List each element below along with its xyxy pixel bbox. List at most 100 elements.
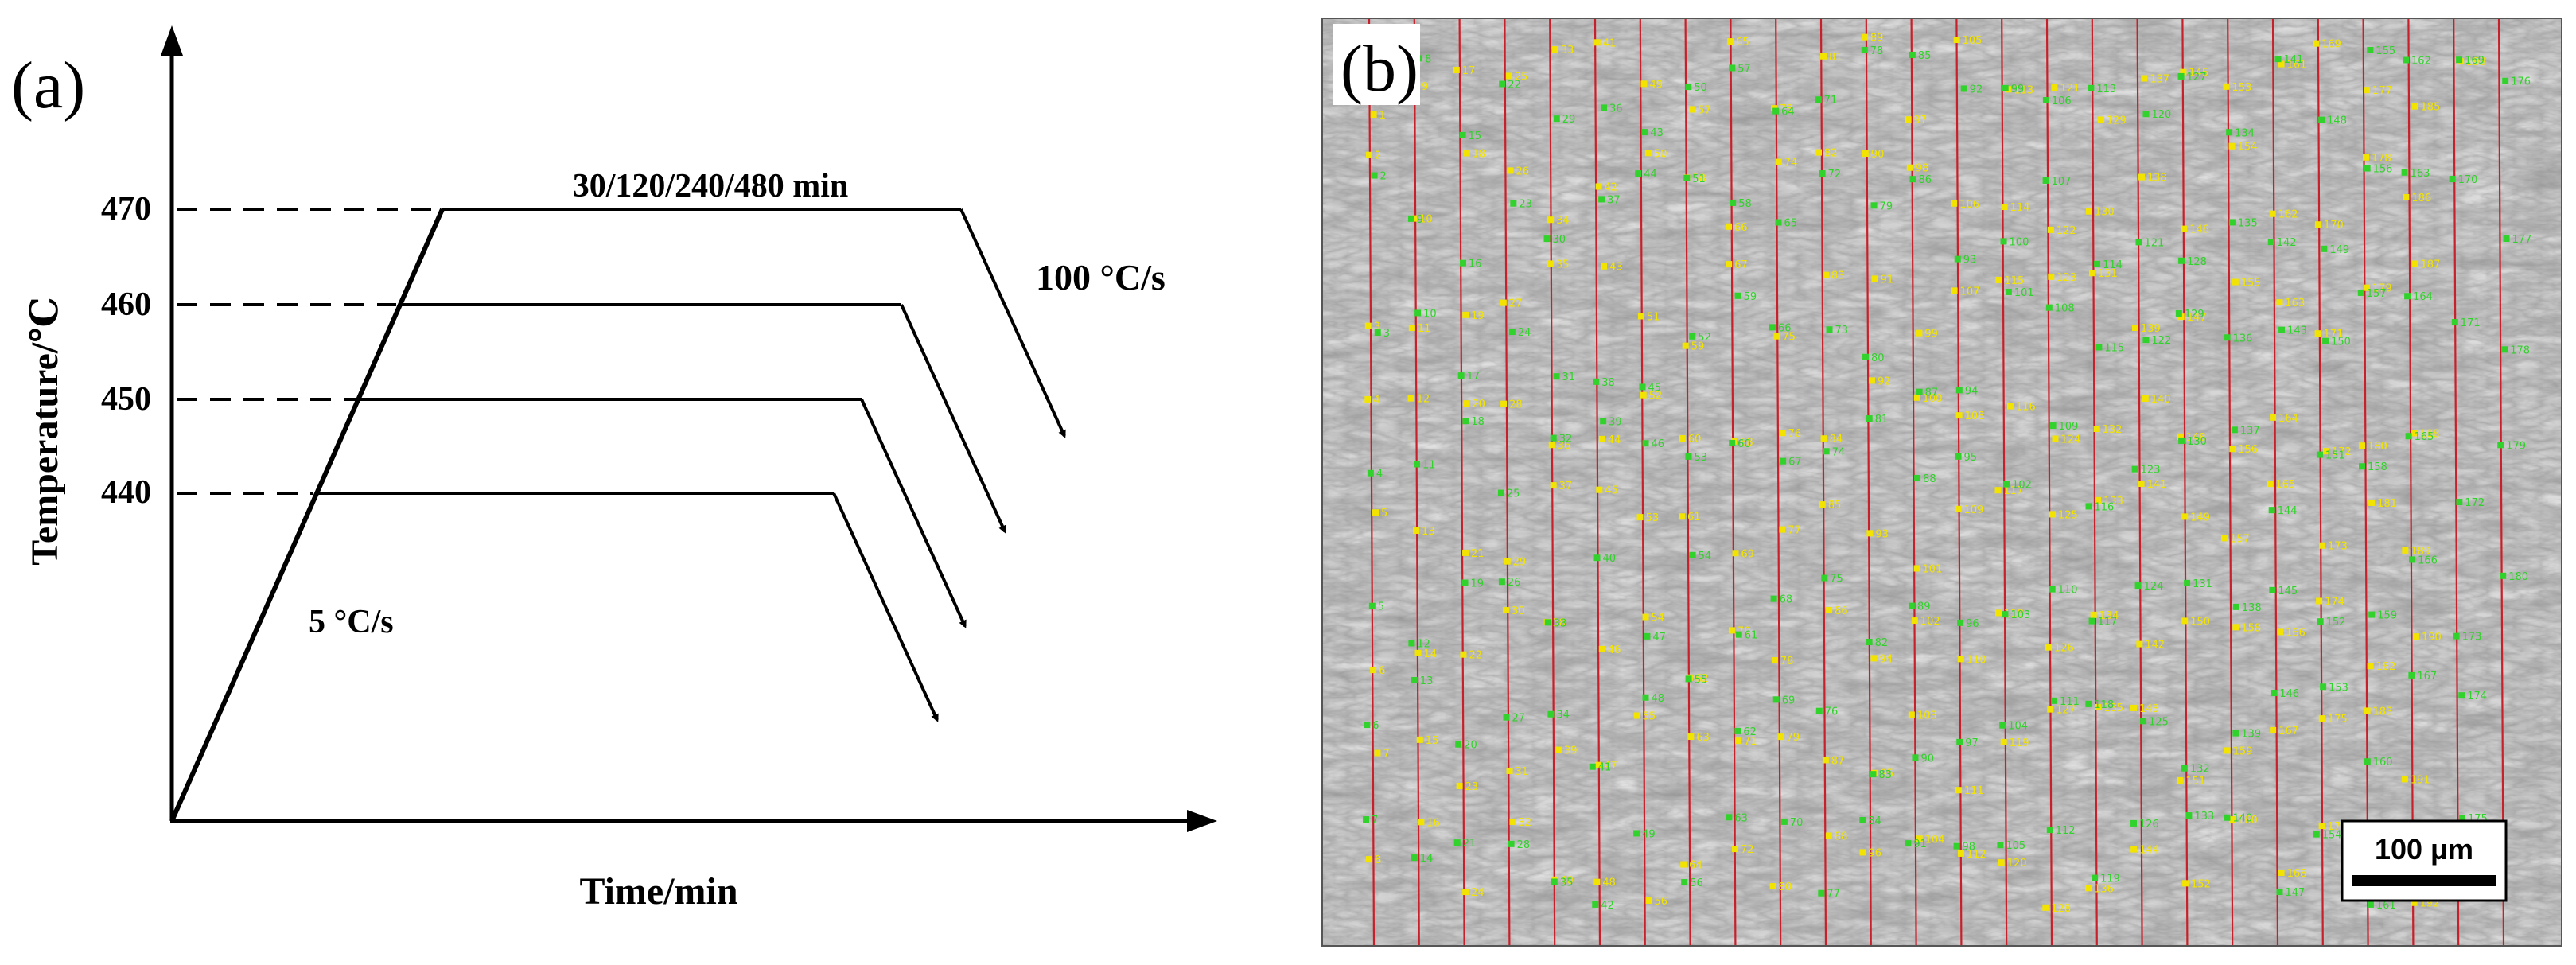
marker-dot [2403, 193, 2410, 200]
intercept-marker: 140 [2224, 813, 2252, 825]
intercept-marker: 106 [2042, 95, 2072, 107]
intercept-marker: 45 [1596, 485, 1618, 497]
marker-dot [1734, 292, 1741, 299]
marker-dot [2404, 293, 2411, 300]
marker-dot [1679, 435, 1686, 442]
intercept-marker: 2 [1365, 150, 1381, 162]
marker-number: 133 [2194, 811, 2214, 823]
intercept-marker: 148 [2318, 115, 2347, 127]
marker-number: 126 [2139, 819, 2159, 831]
marker-dot [1644, 150, 1652, 157]
intercept-marker: 131 [2184, 578, 2212, 590]
intercept-marker: 149 [2181, 512, 2210, 523]
marker-dot [2142, 111, 2150, 118]
marker-number: 25 [1507, 488, 1520, 500]
marker-number: 58 [1738, 198, 1752, 210]
marker-number: 99 [1924, 329, 1938, 340]
marker-dot [1408, 325, 1415, 332]
intercept-marker: 43 [1601, 262, 1623, 274]
marker-number: 29 [1513, 557, 1527, 569]
intercept-marker: 21 [1462, 548, 1485, 560]
marker-dot [2228, 142, 2236, 150]
marker-number: 92 [1878, 375, 1891, 387]
marker-dot [2412, 633, 2419, 640]
marker-number: 40 [1602, 553, 1616, 565]
intercept-marker: 131 [2088, 268, 2118, 280]
marker-number: 51 [1647, 311, 1660, 323]
marker-dot [2270, 414, 2277, 421]
intercept-marker: 87 [1822, 755, 1844, 767]
marker-dot [2093, 426, 2100, 433]
intercept-marker: 32 [1509, 817, 1531, 829]
intercept-marker: 112 [1957, 849, 1986, 861]
marker-number: 74 [1784, 158, 1798, 169]
marker-number: 63 [1734, 812, 1748, 824]
x-axis-label: Time/min [579, 870, 737, 912]
intercept-marker: 132 [2093, 424, 2123, 436]
intercept-marker: 93 [1866, 528, 1889, 540]
marker-number: 115 [2104, 342, 2124, 354]
marker-number: 77 [1788, 525, 1801, 537]
intercept-marker: 56 [1681, 877, 1703, 889]
intercept-marker: 179 [2497, 440, 2526, 452]
marker-number: 168 [2287, 868, 2307, 880]
marker-number: 114 [2103, 259, 2123, 271]
marker-dot [1596, 486, 1603, 493]
marker-number: 50 [1694, 82, 1707, 94]
marker-dot [1500, 299, 1507, 306]
marker-number: 108 [2055, 303, 2075, 315]
marker-number: 132 [2103, 424, 2123, 436]
intercept-marker: 120 [2142, 109, 2171, 121]
marker-number: 171 [2461, 317, 2481, 329]
marker-number: 1 [1379, 110, 1386, 122]
marker-dot [1734, 737, 1741, 745]
intercept-marker: 28 [1500, 399, 1523, 411]
intercept-marker: 20 [1463, 399, 1485, 411]
marker-dot [1462, 549, 1469, 556]
intercept-marker: 11 [1408, 323, 1430, 335]
marker-number: 153 [2329, 682, 2348, 694]
marker-dot [1819, 170, 1826, 177]
marker-dot [1957, 656, 1964, 663]
marker-dot [1374, 329, 1381, 337]
intercept-marker: 164 [2270, 413, 2298, 425]
marker-dot [2501, 346, 2508, 353]
intercept-marker: 118 [1995, 608, 2024, 620]
intercept-marker: 33 [1551, 45, 1574, 56]
marker-dot [1771, 657, 1778, 664]
intercept-marker: 111 [2051, 696, 2080, 708]
marker-number: 4 [1376, 469, 1383, 481]
marker-number: 31 [1562, 372, 1576, 383]
marker-number: 158 [2368, 461, 2387, 473]
marker-number: 52 [1698, 332, 1711, 344]
marker-dot [1370, 111, 1377, 119]
intercept-marker: 52 [1640, 391, 1662, 403]
marker-number: 13 [1422, 526, 1435, 538]
marker-number: 154 [2322, 830, 2342, 842]
marker-dot [1460, 259, 1467, 267]
marker-dot [2181, 225, 2188, 232]
marker-dot [1637, 313, 1644, 320]
marker-dot [1600, 418, 1607, 425]
marker-number: 111 [1964, 785, 1984, 797]
measurement-line [2497, 18, 2505, 947]
marker-dot [2409, 556, 2416, 563]
intercept-marker: 155 [2367, 45, 2395, 57]
marker-dot [1866, 638, 1873, 645]
marker-number: 41 [1603, 37, 1617, 49]
marker-dot [1462, 418, 1469, 425]
marker-dot [1460, 651, 1467, 658]
marker-dot [2138, 481, 2145, 488]
marker-number: 33 [1554, 617, 1567, 629]
marker-dot [1553, 115, 1560, 123]
marker-number: 64 [1689, 860, 1702, 872]
marker-number: 140 [2151, 394, 2171, 406]
marker-dot [2085, 503, 2092, 510]
marker-dot [1593, 378, 1600, 385]
intercept-marker: 58 [1730, 198, 1752, 210]
marker-dot [2228, 219, 2236, 226]
marker-number: 95 [1964, 452, 1978, 464]
intercept-marker: 63 [1726, 812, 1748, 824]
marker-number: 180 [2508, 571, 2528, 583]
intercept-marker: 98 [1953, 842, 1975, 854]
